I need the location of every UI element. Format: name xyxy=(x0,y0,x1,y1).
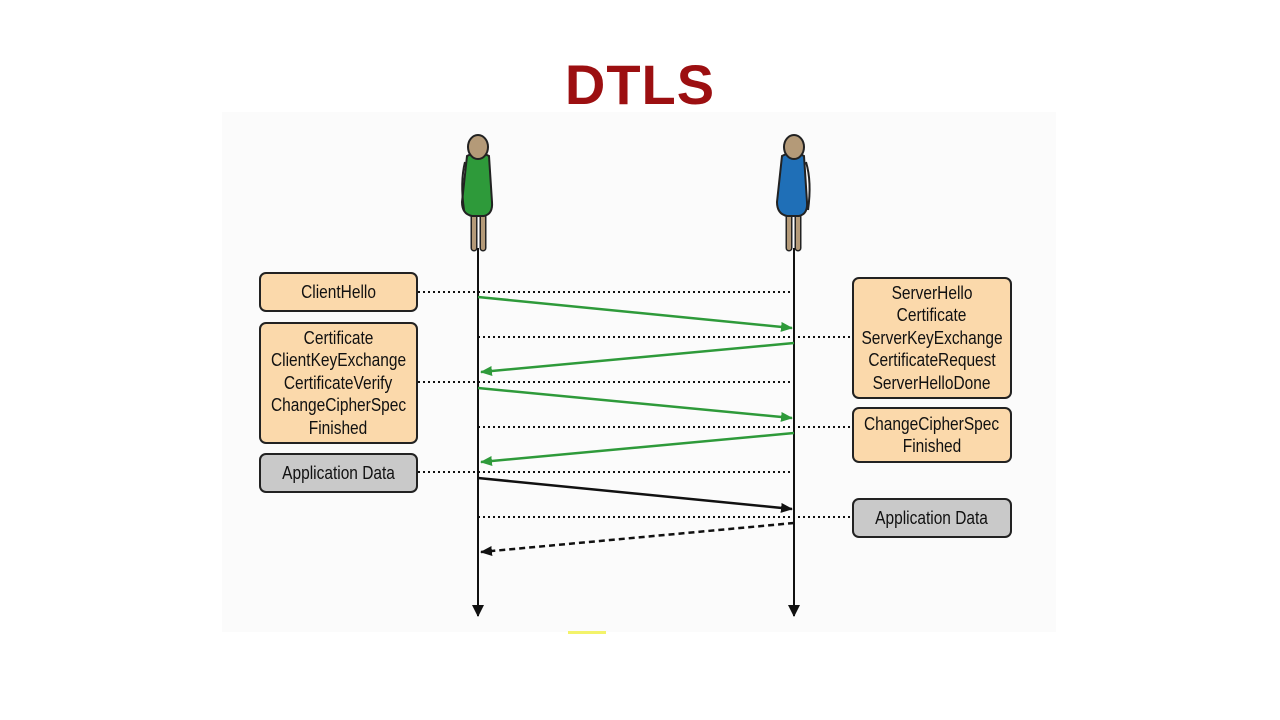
client-message-box: Application Data xyxy=(259,453,418,493)
message-line: ChangeCipherSpec xyxy=(270,395,407,416)
arrow-server-finished xyxy=(480,431,795,466)
message-line: CertificateRequest xyxy=(868,350,996,371)
message-line: ClientHello xyxy=(301,281,376,302)
arrow-client-hello xyxy=(477,295,793,332)
message-line: Application Data xyxy=(282,462,395,483)
arrow-server-hello xyxy=(480,341,795,376)
message-line: ClientKeyExchange xyxy=(270,350,407,371)
message-line: Certificate xyxy=(303,327,374,348)
message-line: ServerHello xyxy=(891,282,973,303)
server-message-box: Application Data xyxy=(852,498,1012,538)
client-message-box: ClientHello xyxy=(259,272,418,312)
message-line: Certificate xyxy=(897,305,967,326)
message-line: ChangeCipherSpec xyxy=(864,413,1000,434)
diagram-canvas: ClientHello Certificate ClientKeyExchang… xyxy=(222,112,1056,632)
slide-title: DTLS xyxy=(564,53,716,116)
message-line: ServerKeyExchange xyxy=(861,327,1003,348)
arrow-server-app-data xyxy=(480,521,795,556)
dotted-guides xyxy=(418,291,852,518)
server-message-box: ChangeCipherSpec Finished xyxy=(852,407,1012,463)
client-figure-icon xyxy=(460,134,494,252)
server-figure-icon xyxy=(775,134,811,252)
message-line: Finished xyxy=(902,436,962,456)
arrow-client-app-data xyxy=(477,476,793,513)
message-line: Finished xyxy=(309,417,368,438)
highlight-mark xyxy=(568,631,606,634)
sequence-diagram xyxy=(418,134,852,617)
message-line: Application Data xyxy=(875,507,989,528)
server-message-box: ServerHello Certificate ServerKeyExchang… xyxy=(852,277,1012,399)
message-line: ServerHelloDone xyxy=(873,372,991,393)
arrow-client-finished xyxy=(477,386,793,422)
client-message-box: Certificate ClientKeyExchange Certificat… xyxy=(259,322,418,444)
message-line: CertificateVerify xyxy=(284,372,393,393)
